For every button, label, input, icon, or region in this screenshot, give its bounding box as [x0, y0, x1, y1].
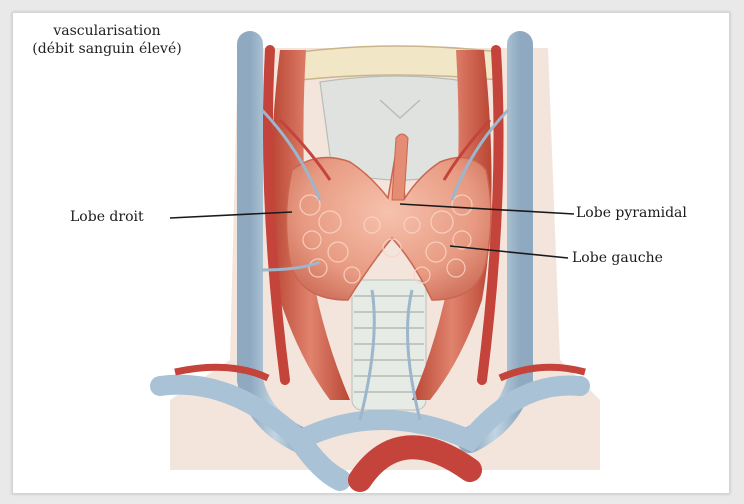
label-lobe-pyramidal: Lobe pyramidal: [576, 205, 687, 221]
label-lobe-gauche: Lobe gauche: [572, 250, 663, 266]
label-lobe-droit: Lobe droit: [70, 209, 144, 225]
